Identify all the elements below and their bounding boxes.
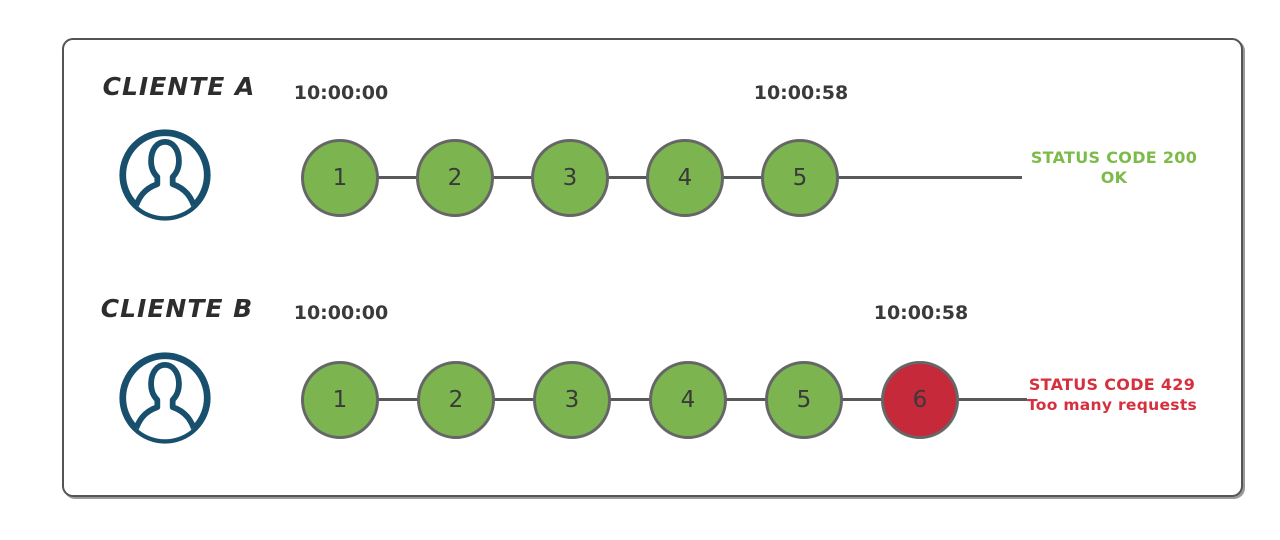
client-b-label: CLIENTE B: [100, 294, 254, 323]
user-avatar-icon: [117, 127, 213, 223]
diagram-frame: [62, 38, 1243, 497]
timestamp-a-end: 10:00:58: [753, 82, 849, 104]
request-a-4: 4: [646, 139, 724, 217]
user-avatar-icon: [117, 350, 213, 446]
status-b-message: Too many requests: [1026, 396, 1198, 414]
request-b-5: 5: [765, 361, 843, 439]
request-b-1: 1: [301, 361, 379, 439]
request-b-3: 3: [533, 361, 611, 439]
request-b-4: 4: [649, 361, 727, 439]
timestamp-a-start: 10:00:00: [293, 82, 389, 104]
status-a-message: OK: [1100, 168, 1128, 187]
request-a-2: 2: [416, 139, 494, 217]
status-a: STATUS CODE 200 OK: [1028, 148, 1200, 188]
client-a-label: CLIENTE A: [102, 72, 256, 101]
timestamp-b-end: 10:00:58: [873, 302, 969, 324]
request-a-5: 5: [761, 139, 839, 217]
status-a-code: STATUS CODE 200: [1030, 148, 1198, 167]
timestamp-b-start: 10:00:00: [293, 302, 389, 324]
request-a-3: 3: [531, 139, 609, 217]
request-a-1: 1: [301, 139, 379, 217]
status-b: STATUS CODE 429 Too many requests: [1022, 375, 1202, 415]
status-b-code: STATUS CODE 429: [1028, 375, 1196, 394]
request-b-2: 2: [417, 361, 495, 439]
request-b-6-rejected: 6: [881, 361, 959, 439]
